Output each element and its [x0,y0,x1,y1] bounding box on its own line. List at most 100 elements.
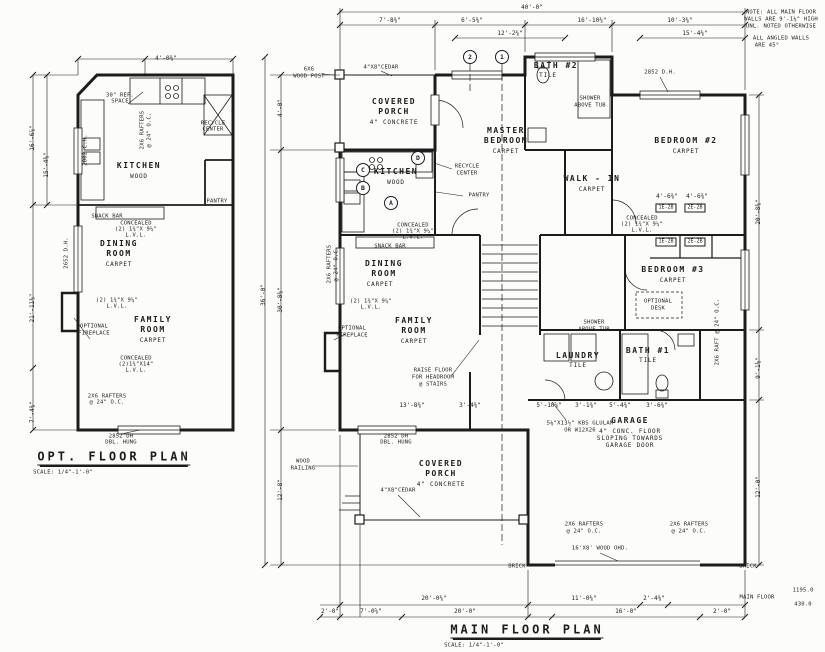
kitchen-marker-b: B [356,181,370,195]
plan-label-tag: 1E-2B [655,203,677,213]
plan-label-note: 5⅛"X13½" KBS GLULAM [546,420,614,427]
plan-label-tiny: 1195.0 [792,587,814,594]
plan-label-note: OPTIONAL [337,325,367,332]
main-garage-label: GARAGE [611,416,649,425]
plan-label-dim: 11'-0⅜" [571,595,597,602]
plan-label-note: CONCEALED [397,222,429,229]
plan-label-note: L.V.L. [106,303,128,310]
plan-label-dim: 15'-4⅜" [43,152,50,178]
plan-label-note: 2652 D.H. [63,237,70,269]
plan-label-sub: TILE [569,362,587,369]
main-master-bedroom-label: MASTER [487,126,525,135]
plan-label-tag: 1E-2B [655,237,677,247]
plan-label-sub: CARPET [578,186,606,193]
plan-label-note: RAISE FLOOR [413,367,453,374]
plan-label-note: PANTRY [206,198,228,205]
plan-label-sub: TILE [639,357,657,364]
plan-label-room: ROOM [140,325,166,334]
plan-label-dim: 10'-3⅜" [667,17,693,24]
plan-label-note: CENTER [456,170,478,177]
plan-label-sub: CARPET [492,148,520,155]
plan-label-sub: CARPET [366,281,394,288]
plan-label-note: 16'X8' WOOD OHD. [571,545,629,552]
kitchen-marker-c: C [356,163,370,177]
plan-label-dim: 4'-6⅜" [656,193,678,200]
main-bath2-label: BATH #2 [533,61,579,70]
plan-label-dim: 2'-0" [712,608,732,615]
plan-label-note: 4"X8"CEDAR [363,64,399,71]
plan-label-note: SHOWER [583,319,605,326]
main-porch-top-label: COVERED [371,97,417,106]
plan-label-note: FIREPLACE [78,330,110,337]
plan-label-tiny: MAIN FLOOR [739,594,775,601]
plan-label-note: (2) 1¾"X 9¼" [349,298,393,305]
main-bedroom3-label: BEDROOM #3 [641,265,705,274]
plan-label-dim: 36'-0" [260,284,267,306]
main-bath1-label: BATH #1 [625,346,671,355]
kitchen-marker-d: D [411,151,425,165]
plan-label-note: ABOVE TUB [574,102,606,109]
plan-label-sub: WOOD [387,179,405,186]
plan-label-sub: 4" CONCRETE [416,481,466,488]
plan-label-note: 2X6 RAFTERS [326,244,333,284]
plan-label-note: DBL. HUNG [105,439,137,446]
plan-label-dim: 6'-5⅜" [461,17,483,24]
plan-label-note: SPACE [111,98,129,105]
plan-label-note: 2X6 RAFTERS [139,110,146,150]
plan-label-room: ROOM [401,326,427,335]
opt-plan-title: OPT. FLOOR PLAN [37,449,191,466]
plan-label-tiny: WALLS ARE 9'-1⅛" HIGH [744,16,818,23]
plan-label-dim: 13'-8⅜" [399,402,425,409]
main-plan-title: MAIN FLOOR PLAN [450,622,604,639]
plan-label-note: 30" REF. [105,92,135,99]
opt-kitchen-label: KITCHEN [116,161,162,170]
plan-label-room: BEDROOM [483,136,529,145]
plan-label-dim: 5'-10⅝" [536,402,562,409]
plan-label-dim: 4'-0" [277,98,284,118]
plan-label-note: @ 24" O.C. [89,399,125,406]
plan-label-note: RAILING [290,465,316,472]
plan-label-dim: 7'-8⅜" [379,17,401,24]
plan-label-dim: 16'-6⅞" [29,125,36,151]
main-porch-bottom-label: COVERED [418,459,464,468]
plan-label-note: OR W12X26 [564,427,596,434]
section-marker-1: 1 [495,50,509,64]
plan-label-note: L.V.L. [360,304,382,311]
plan-label-note: SNACK BAR [374,243,406,250]
plan-label-note: SNACK BAR [91,213,123,220]
plan-label-note: WOOD [295,458,311,465]
plan-label-note: 2002 C.H. [82,134,89,166]
plan-label-note: RECYCLE [454,163,480,170]
plan-label-note: FIREPLACE [336,332,368,339]
plan-label-note: 2X6 RAFT @ 24" O.C. [714,298,721,366]
plan-label-note: L.V.L. [125,232,147,239]
plan-label-note: 2852 DH [383,433,409,440]
plan-label-dim: 20'-0" [454,608,476,615]
plan-label-note: @ 24" O.C. [566,528,602,535]
opt-plan-drawing [29,55,237,435]
opt-dining-label: DINING [100,239,138,248]
plan-label-note: CENTER [202,126,224,133]
main-plan-drawing [261,8,764,621]
plan-label-note: @ STAIRS [418,381,448,388]
section-marker-2: 2 [463,50,477,64]
plan-label-note: FOR HEADROOM [411,374,455,381]
plan-label-note: L.V.L. [631,227,653,234]
plan-label-sub: 4" CONCRETE [369,119,419,126]
plan-label-sub: CARPET [105,261,133,268]
plan-label-dim: 21'-11⅜" [29,293,36,323]
main-kitchen-label: KITCHEN [373,167,419,176]
plan-label-note: DBL. HUNG [380,439,412,446]
plan-label-dim: 9'-1⅛" [755,357,762,379]
plan-label-dim: 7'-4⅜" [29,401,36,423]
plan-label-note: 2852 D.H. [644,69,676,76]
plan-label-note: (2)1¾"X14" [118,361,154,368]
plan-label-note: @ 24" O.C. [333,246,340,282]
plan-label-dim: 2'-0" [320,608,340,615]
plan-label-room: ROOM [106,249,132,258]
plan-label-note: RECYCLE [200,120,226,127]
main-plan-scale: SCALE: 1/4"-1'-0" [444,642,504,649]
plan-label-sub: CARPET [659,277,687,284]
plan-label-dim: 2'-4⅜" [643,595,665,602]
